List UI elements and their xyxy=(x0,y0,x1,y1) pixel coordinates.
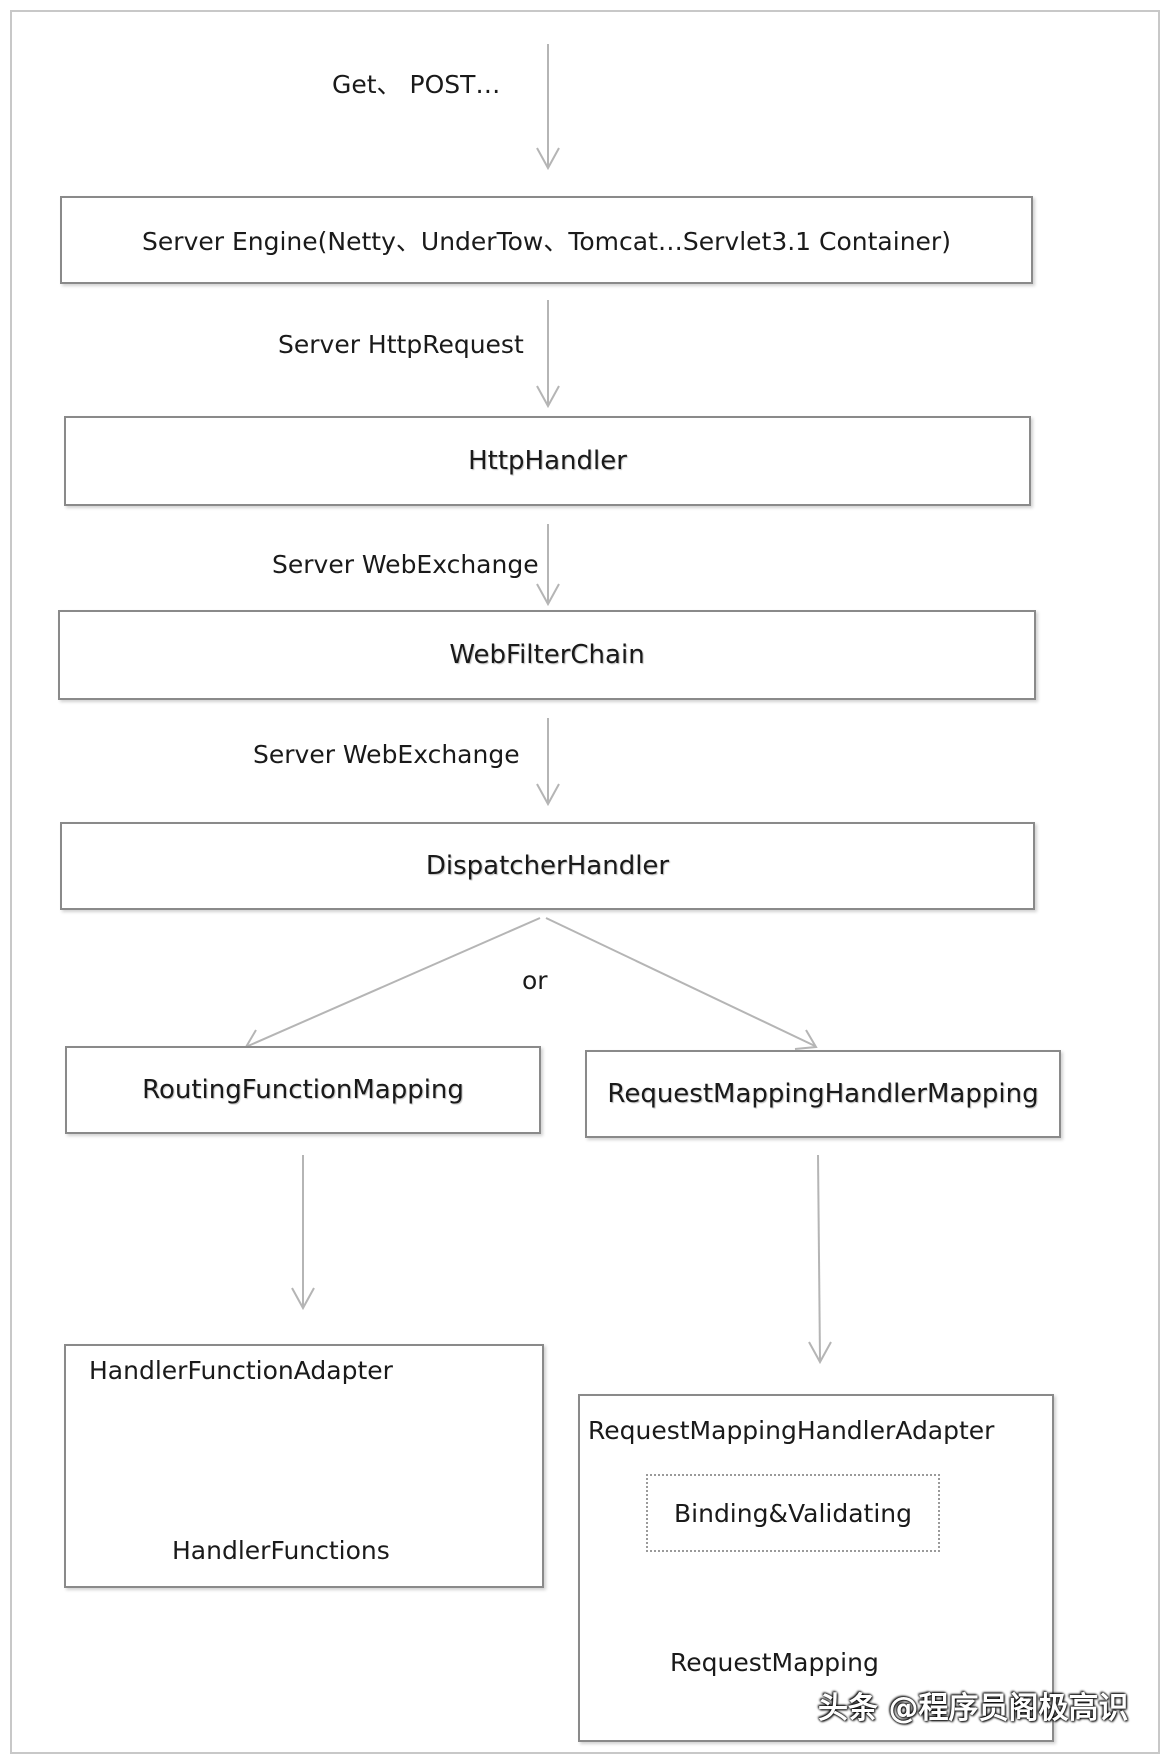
arrow-methods-to-engine xyxy=(536,44,560,171)
arrow-engine-to-httphandler xyxy=(536,300,560,409)
arrow-dispatcher-to-requestmapping xyxy=(545,917,818,1050)
node-http-handler: HttpHandler xyxy=(64,416,1031,506)
node-dispatcher-handler: DispatcherHandler xyxy=(60,822,1035,910)
arrow-requestmapping-to-adapter xyxy=(808,1154,832,1365)
node-request-mapping-handler-mapping: RequestMappingHandlerMapping xyxy=(585,1050,1061,1138)
watermark: 头条 @程序员阁极高识 xyxy=(818,1691,1129,1726)
node-web-filter-chain: WebFilterChain xyxy=(58,610,1036,700)
label-server-http-request: Server HttpRequest xyxy=(278,330,524,359)
label-or: or xyxy=(522,966,548,995)
node-binding-validating: Binding&Validating xyxy=(646,1474,940,1552)
node-routing-function-mapping: RoutingFunctionMapping xyxy=(65,1046,541,1134)
arrow-webfilterchain-to-dispatcher xyxy=(536,718,560,807)
request-mapping-handler-adapter-title: RequestMappingHandlerAdapter xyxy=(588,1416,995,1445)
diagram-frame xyxy=(10,10,1160,1754)
label-methods: Get、 POST… xyxy=(332,70,501,99)
arrow-dispatcher-to-routing xyxy=(244,917,541,1050)
node-request-mapping: RequestMapping xyxy=(670,1648,879,1677)
handler-function-adapter-title: HandlerFunctionAdapter xyxy=(89,1356,393,1385)
label-server-web-exchange-1: Server WebExchange xyxy=(272,550,539,579)
arrow-httphandler-to-webfilterchain xyxy=(536,524,560,607)
container-request-mapping-handler-adapter xyxy=(578,1394,1054,1742)
node-handler-functions: HandlerFunctions xyxy=(172,1536,390,1565)
label-server-web-exchange-2: Server WebExchange xyxy=(253,740,520,769)
arrow-routing-to-handlerfunctionadapter xyxy=(291,1155,315,1311)
node-server-engine: Server Engine(Netty、UnderTow、Tomcat…Serv… xyxy=(60,196,1033,284)
container-handler-function-adapter xyxy=(64,1344,544,1588)
